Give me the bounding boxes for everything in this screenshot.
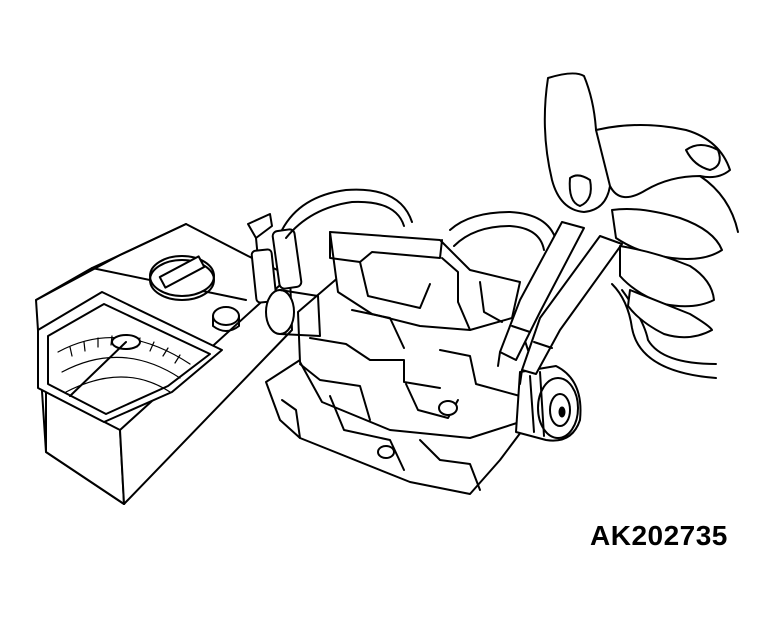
test-probe-icon bbox=[497, 221, 623, 385]
hydraulic-unit-icon bbox=[265, 231, 582, 495]
test-lead-wires bbox=[281, 188, 717, 379]
figure-id-label: AK202735 bbox=[590, 520, 728, 551]
hand-icon bbox=[543, 72, 739, 339]
multimeter-icon bbox=[35, 213, 303, 505]
